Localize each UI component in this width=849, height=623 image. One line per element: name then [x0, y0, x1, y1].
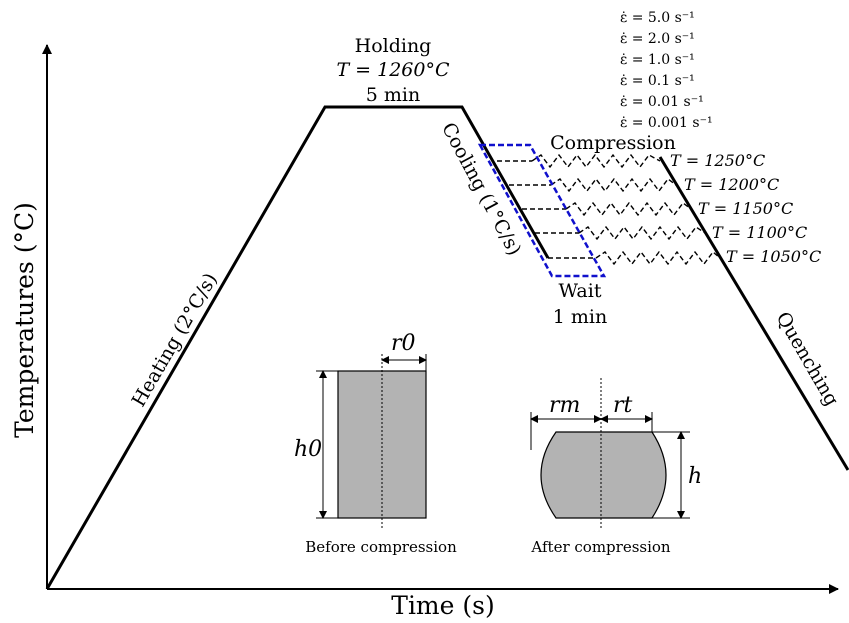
schedule-profile-line [45, 105, 550, 590]
compression-paths [497, 153, 721, 266]
strain-rate-item: ε̇ = 0.001 s⁻¹ [620, 115, 713, 131]
h0-label: h0 [294, 437, 322, 462]
rt-label: rt [613, 393, 633, 418]
quenching-line [658, 156, 849, 471]
specimen-after: rm rt h After compression [530, 378, 702, 556]
holding-temperature: T = 1260°C [336, 59, 450, 81]
strain-rate-item: ε̇ = 2.0 s⁻¹ [620, 31, 695, 47]
test-temperature-label: T = 1200°C [684, 175, 779, 194]
strain-rate-item: ε̇ = 0.01 s⁻¹ [620, 94, 704, 110]
test-temperature-label: T = 1050°C [726, 247, 821, 266]
compression-zigzag [595, 250, 721, 266]
wait-title: Wait [559, 280, 602, 302]
r0-label: r0 [391, 331, 416, 356]
compression-zigzag [578, 225, 706, 241]
test-temperature-label: T = 1100°C [712, 223, 807, 242]
wait-time: 1 min [553, 306, 607, 328]
strain-rate-item: ε̇ = 5.0 s⁻¹ [620, 10, 695, 26]
rm-label: rm [549, 393, 580, 418]
x-axis-label: Time (s) [391, 591, 494, 620]
test-temperature-label: T = 1250°C [670, 151, 765, 170]
strain-rate-item: ε̇ = 0.1 s⁻¹ [620, 73, 695, 89]
compression-zigzag [550, 177, 677, 193]
after-caption: After compression [530, 538, 670, 556]
strain-rate-item: ε̇ = 1.0 s⁻¹ [620, 52, 695, 68]
y-axis-label: Temperatures (°C) [10, 202, 39, 438]
cooling-compression-region [477, 143, 607, 278]
compression-zigzag [565, 201, 692, 217]
test-temperature-label: T = 1150°C [698, 199, 793, 218]
h-label: h [688, 464, 702, 489]
barrelled-specimen [540, 431, 667, 519]
holding-title: Holding [355, 35, 432, 57]
specimen-before: r0 h0 Before compression [294, 331, 457, 556]
compression-zigzag [531, 153, 661, 169]
holding-time: 5 min [366, 84, 420, 106]
before-caption: Before compression [305, 538, 457, 556]
strain-rate-list: ε̇ = 5.0 s⁻¹ ε̇ = 2.0 s⁻¹ ε̇ = 1.0 s⁻¹ ε… [620, 10, 713, 131]
test-temperature-labels: T = 1250°C T = 1200°C T = 1150°C T = 110… [670, 151, 821, 266]
heating-label: Heating (2°C/s) [128, 269, 222, 410]
compression-label: Compression [550, 132, 676, 154]
